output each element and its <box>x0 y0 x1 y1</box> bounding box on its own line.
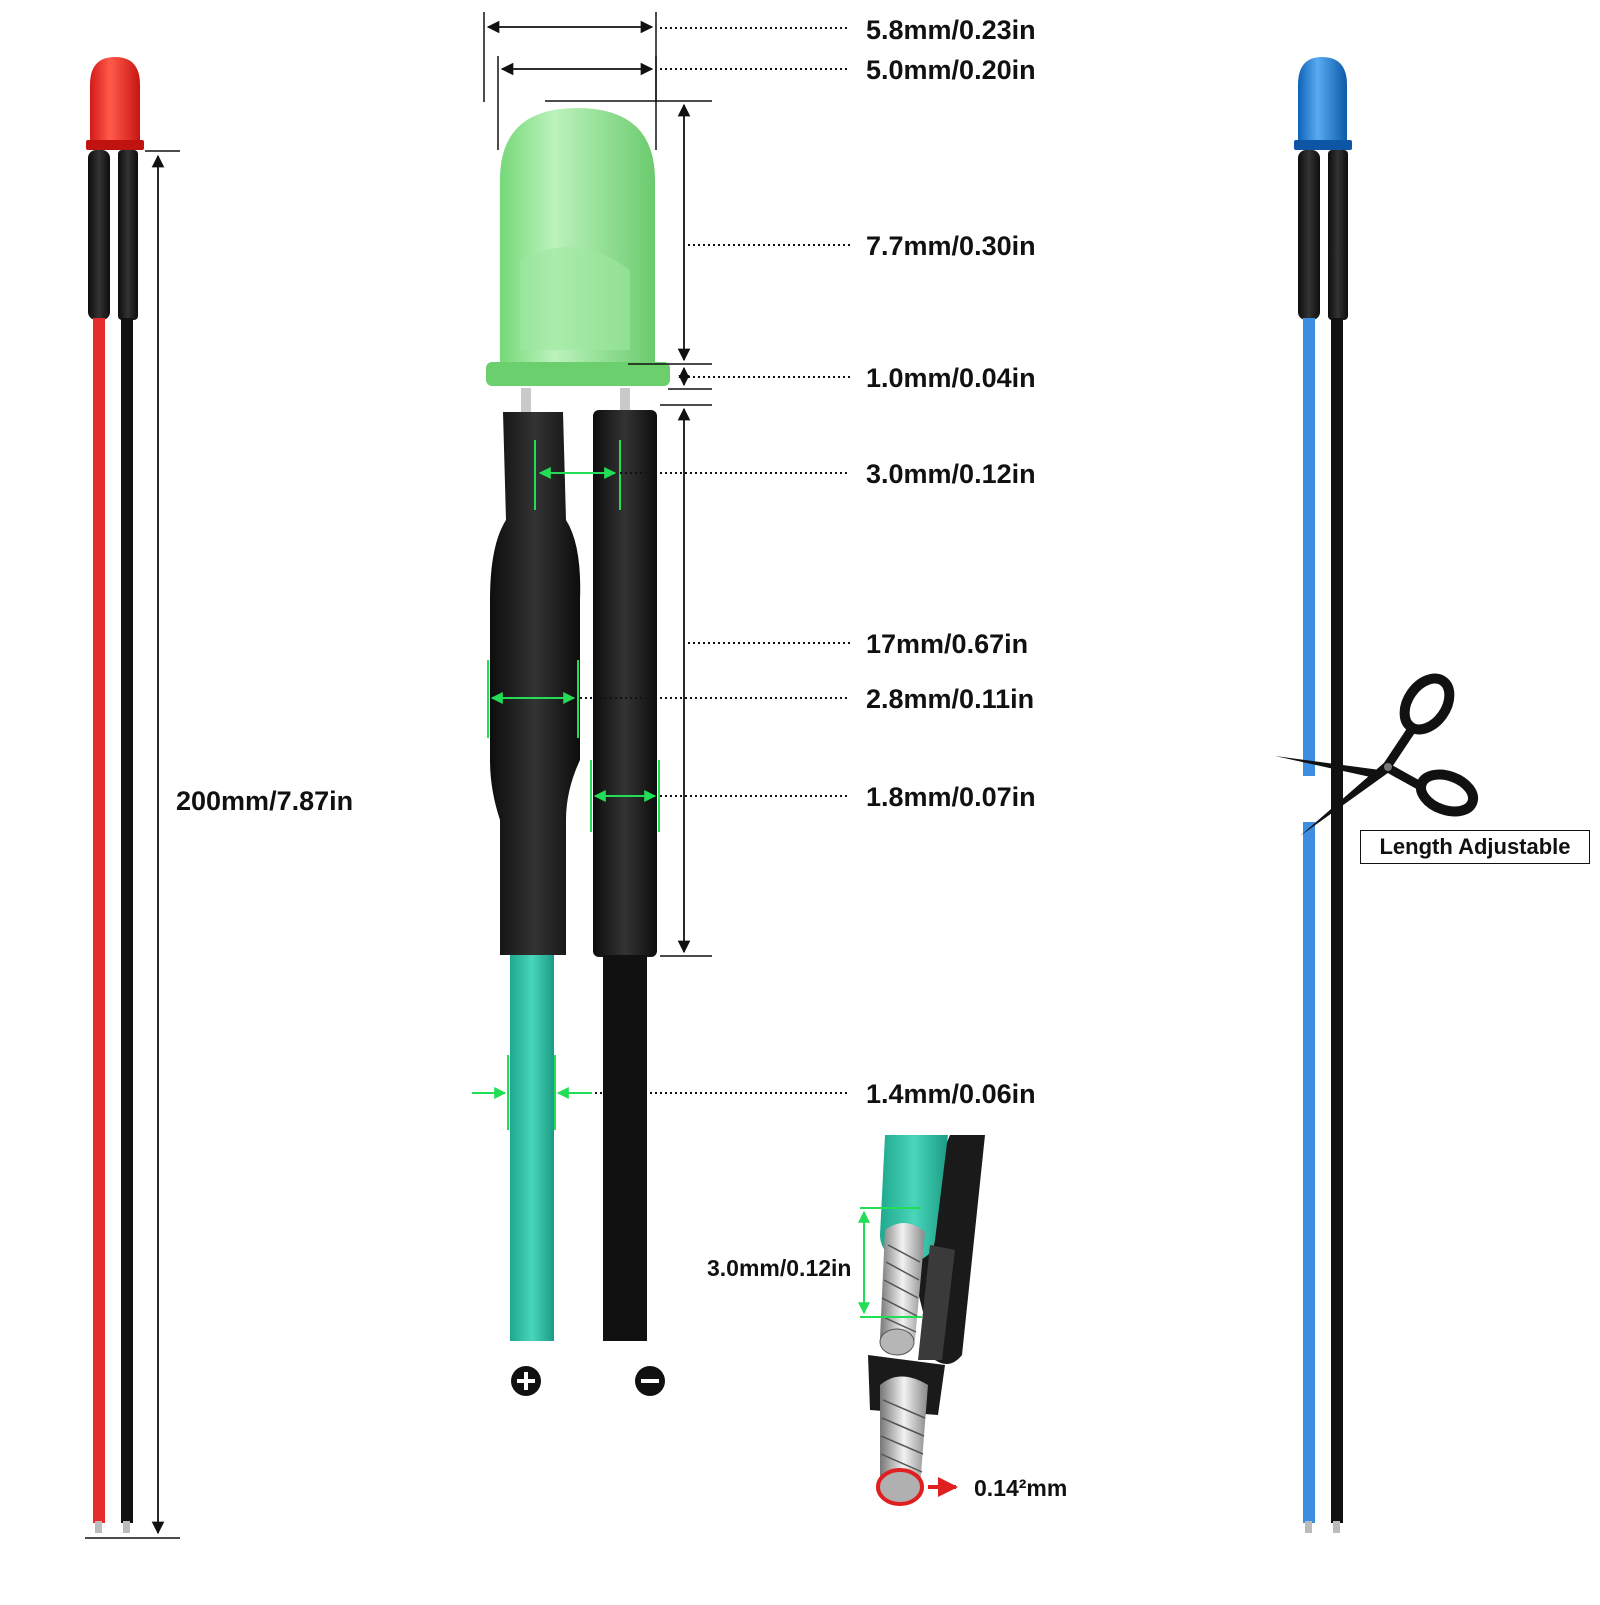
label-cs-core-area: 0.14²mm <box>974 1475 1068 1501</box>
label-total-length: 200mm/7.87in <box>176 786 354 816</box>
right-wire-blue-bottom <box>1303 822 1315 1523</box>
right-led-assembly <box>1294 57 1352 1533</box>
label-body-width: 5.0mm/0.20in <box>866 55 1036 85</box>
left-sleeve-pos <box>88 150 110 320</box>
label-sleeve-pos-dia: 2.8mm/0.11in <box>866 684 1035 714</box>
center-wire-black <box>603 955 647 1341</box>
label-sleeve-neg-dia: 1.8mm/0.07in <box>866 782 1036 812</box>
wire-cross-section <box>858 1135 985 1506</box>
right-led-lens <box>1298 57 1347 145</box>
label-sleeve-length: 17mm/0.67in <box>866 629 1029 659</box>
label-wire-dia: 1.4mm/0.06in <box>866 1079 1036 1109</box>
cs-lower-core <box>880 1376 928 1494</box>
left-wire-red <box>93 318 105 1523</box>
label-pin-spacing: 3.0mm/0.12in <box>866 459 1036 489</box>
minus-icon <box>635 1366 665 1396</box>
dotted-leaders <box>580 27 850 1094</box>
center-wire-teal <box>510 955 554 1341</box>
length-adjustable-tag: Length Adjustable <box>1360 830 1590 864</box>
right-led-flange <box>1294 140 1352 150</box>
scissors-icon <box>1275 673 1479 836</box>
right-wire-blue-top <box>1303 318 1315 776</box>
center-led-assembly <box>472 12 850 1341</box>
label-cs-outer-dia: 3.0mm/0.12in <box>707 1255 852 1281</box>
left-led-flange <box>86 140 144 150</box>
cs-upper-core <box>880 1222 925 1346</box>
left-led-lens <box>90 57 140 145</box>
center-sleeve-neg <box>593 410 657 957</box>
left-sleeve-neg <box>118 150 138 320</box>
plus-icon <box>511 1366 541 1396</box>
center-sleeve-pos <box>490 412 581 955</box>
center-led-flange <box>486 362 670 386</box>
right-sleeve-pos <box>1298 150 1320 320</box>
label-lens-width: 5.8mm/0.23in <box>866 15 1036 45</box>
label-lens-height: 7.7mm/0.30in <box>866 231 1036 261</box>
left-led-assembly <box>85 57 180 1539</box>
left-wire-black <box>121 318 133 1523</box>
right-wire-black <box>1331 318 1343 1523</box>
cs-core-highlight <box>876 1468 924 1506</box>
right-sleeve-neg <box>1328 150 1348 320</box>
label-flange: 1.0mm/0.04in <box>866 363 1036 393</box>
